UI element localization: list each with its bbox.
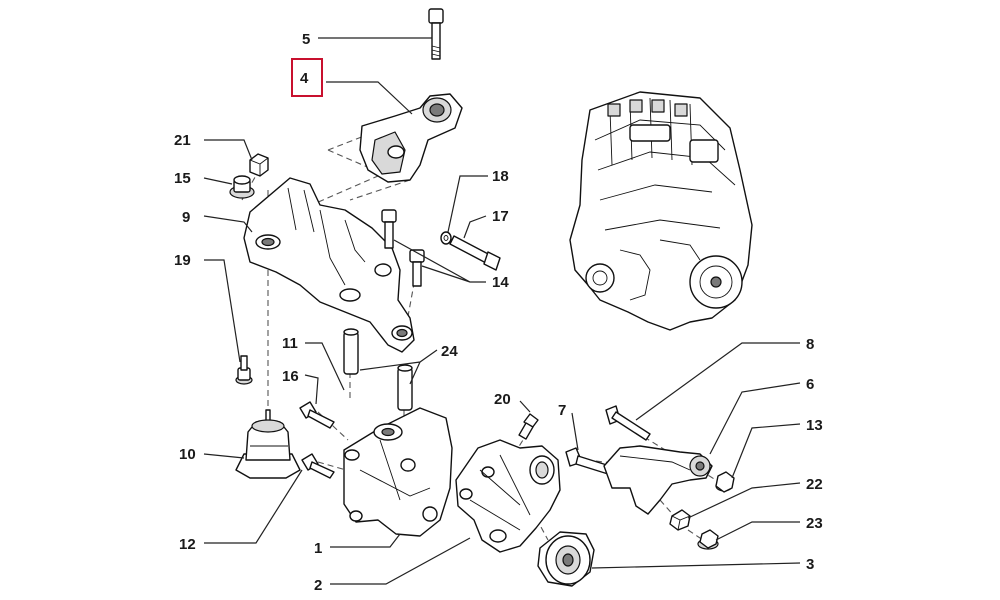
- callout-20: 20: [494, 391, 511, 408]
- callout-9: 9: [182, 209, 190, 226]
- nut-part-21: [249, 153, 269, 177]
- nut-part-22: [669, 509, 691, 531]
- leader-lines: [203, 37, 801, 585]
- callout-14: 14: [492, 274, 509, 291]
- bolt-part-20: [518, 413, 539, 440]
- bolt-part-12: [301, 453, 335, 479]
- bolt-part-8: [605, 405, 651, 441]
- callout-5: 5: [302, 31, 310, 48]
- bolt-part-16: [299, 401, 335, 429]
- callout-1: 1: [314, 540, 322, 557]
- upper-engine-mount-part-4: [359, 93, 463, 183]
- washer-part-18: [440, 231, 452, 245]
- engine-bracket-part-2: [455, 439, 561, 553]
- flange-nut-part-15: [229, 175, 255, 199]
- callout-13: 13: [806, 417, 823, 434]
- engine-block-illustration: [569, 91, 753, 331]
- sleeves-part-24: [343, 328, 413, 411]
- callout-21: 21: [174, 132, 191, 149]
- callout-17: 17: [492, 208, 509, 225]
- nut-part-13: [715, 471, 735, 493]
- link-arm-part-6: [603, 445, 713, 515]
- callout-24: 24: [441, 343, 458, 360]
- flange-nut-part-23: [697, 529, 719, 550]
- rubber-mount-part-10: [235, 409, 301, 479]
- bolt-part-5: [428, 8, 444, 60]
- callout-11: 11: [282, 335, 298, 352]
- callout-8: 8: [806, 336, 814, 353]
- callout-4: 4: [300, 70, 309, 87]
- bolts-part-14: [381, 209, 425, 287]
- callout-10: 10: [179, 446, 196, 463]
- engine-bracket-part-9: [243, 177, 415, 353]
- callout-15: 15: [174, 170, 191, 187]
- callout-2: 2: [314, 577, 322, 594]
- callout-numbers: 5 4 21 15 9 19 18 17 14 11 24 16 10 12 1…: [174, 31, 823, 594]
- bolt-part-17: [449, 235, 501, 271]
- callout-12: 12: [179, 536, 196, 553]
- callout-23: 23: [806, 515, 823, 532]
- callout-3: 3: [806, 556, 814, 573]
- bolt-part-7: [565, 447, 611, 475]
- callout-19: 19: [174, 252, 191, 269]
- callout-18: 18: [492, 168, 509, 185]
- callout-22: 22: [806, 476, 823, 493]
- bushing-part-3: [537, 531, 595, 587]
- callout-16: 16: [282, 368, 299, 385]
- engine-bracket-part-1: [343, 407, 453, 537]
- callout-6: 6: [806, 376, 814, 393]
- highlight-box-callout-4: [291, 58, 323, 97]
- callout-7: 7: [558, 402, 566, 419]
- bolt-part-19: [235, 355, 253, 385]
